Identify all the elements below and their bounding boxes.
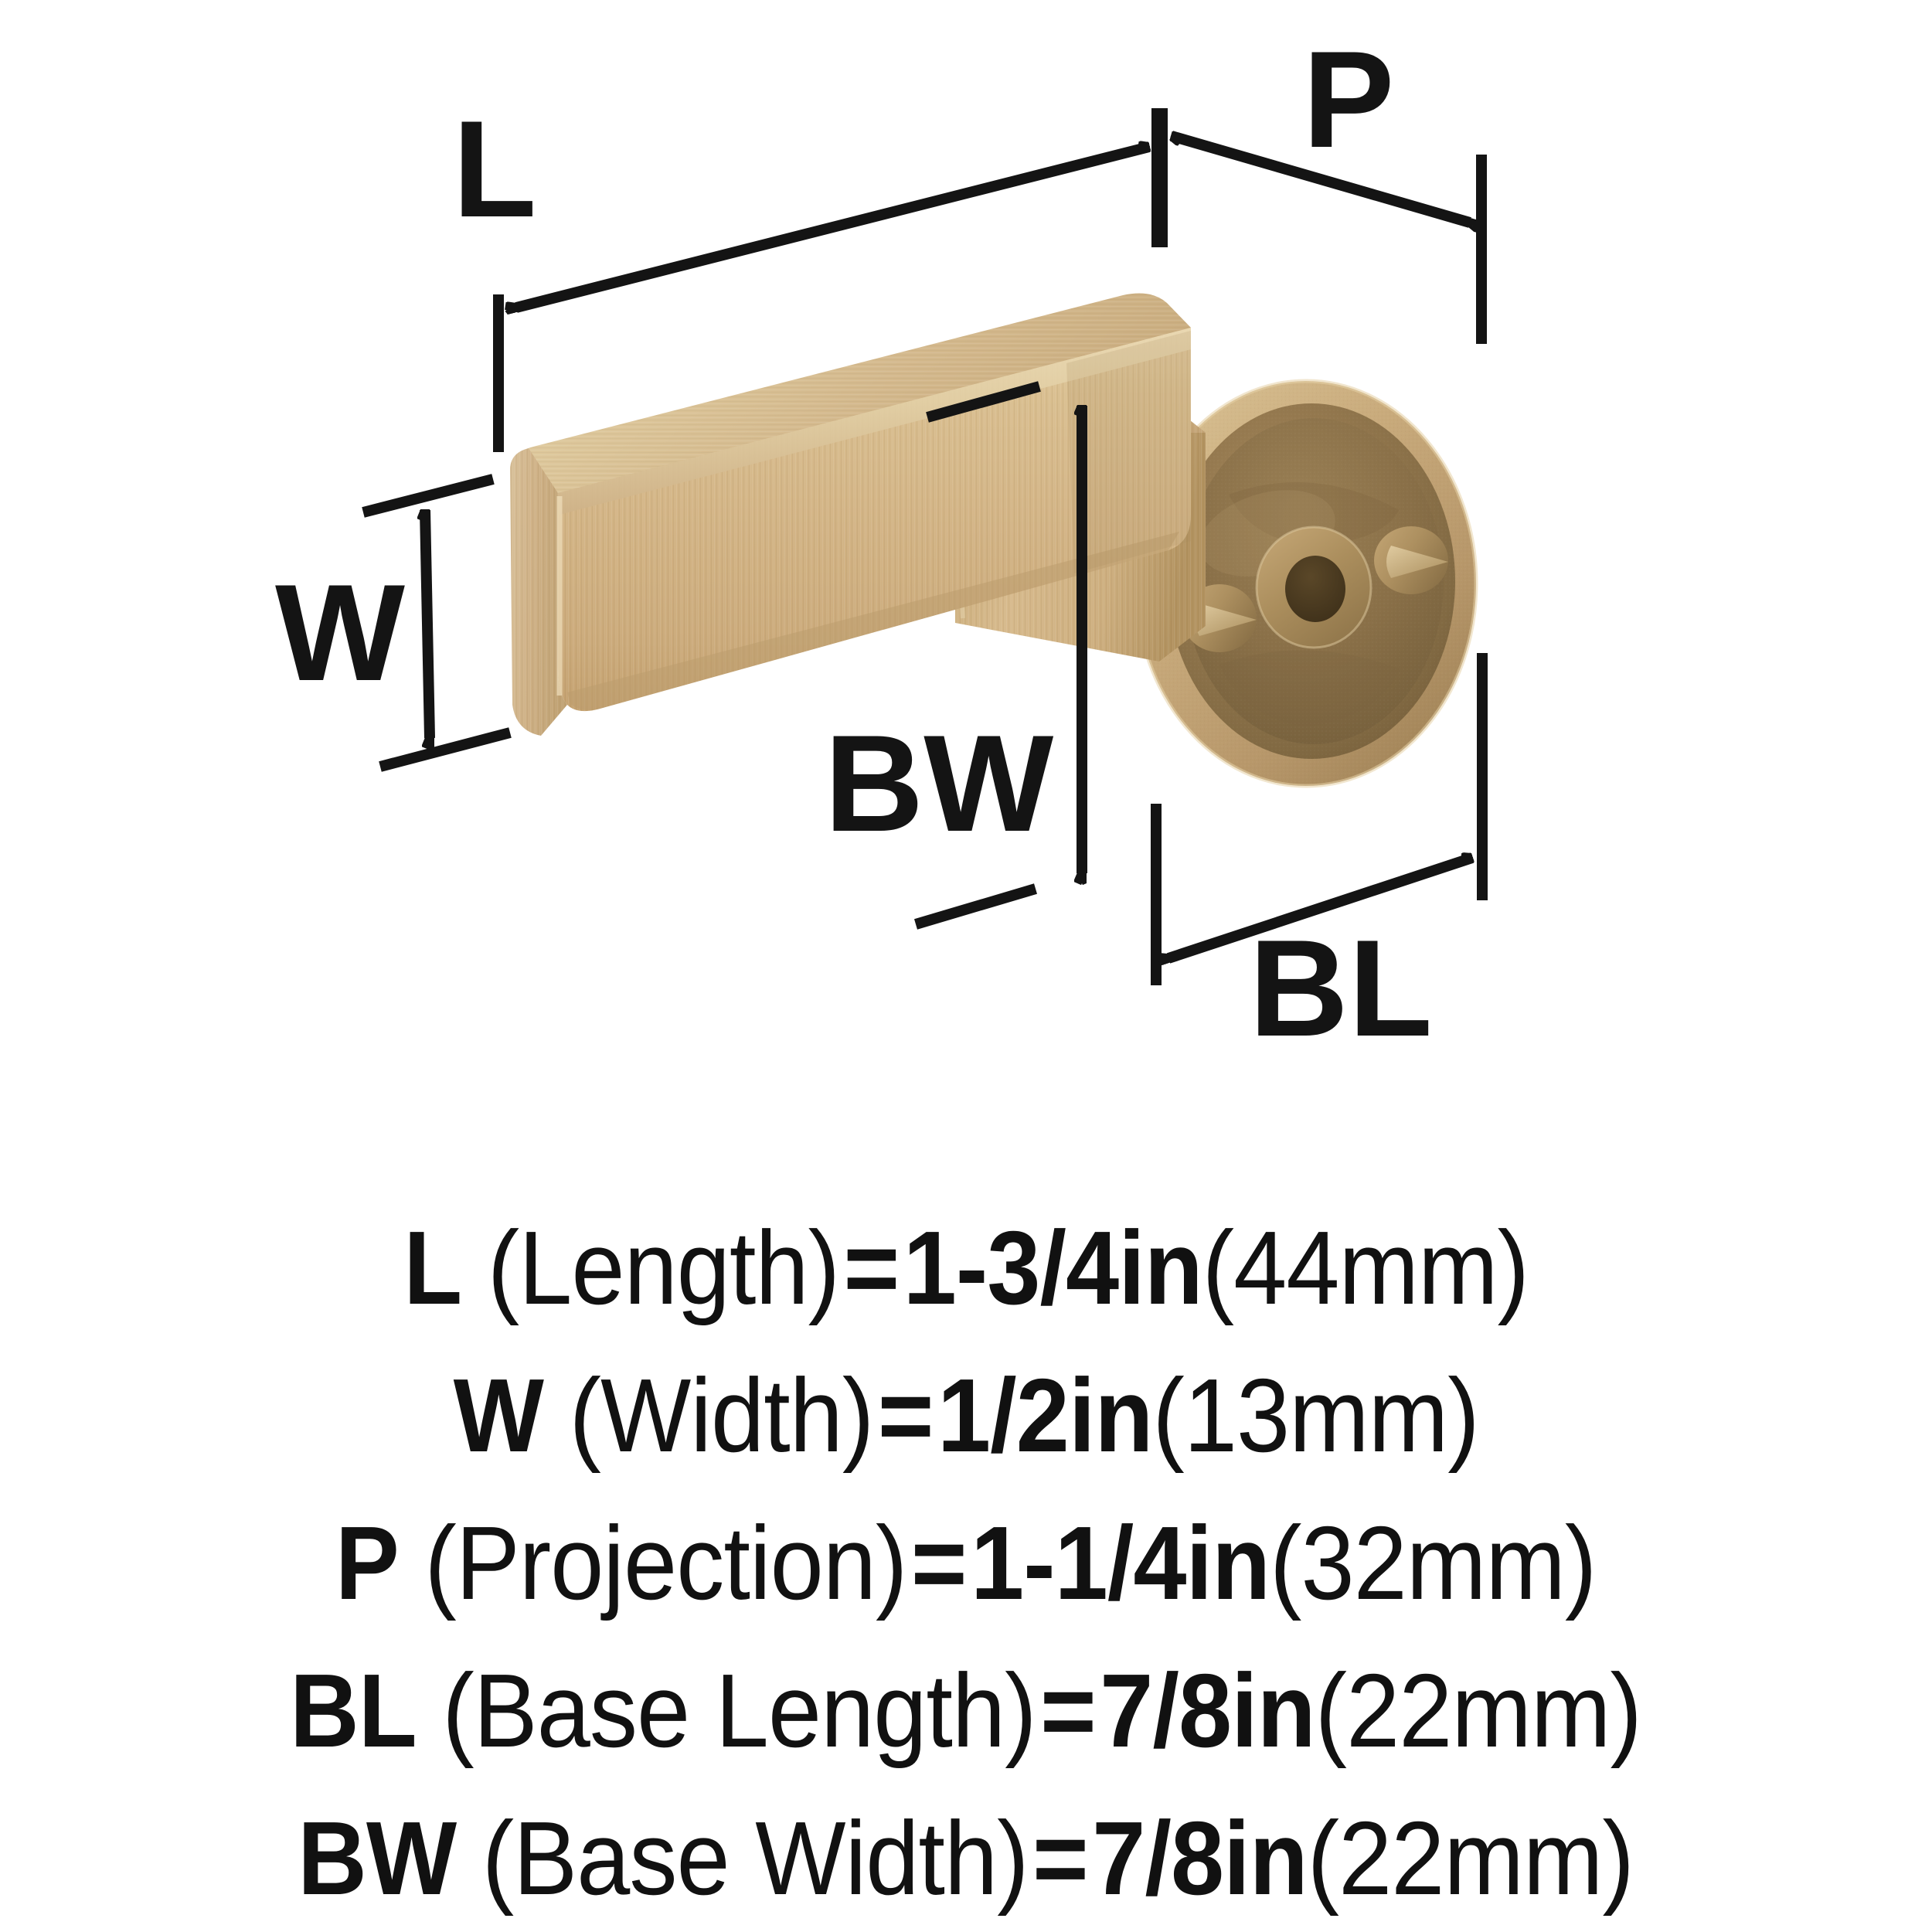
dim-W-extension-bottom [379,727,512,772]
dim-BW-extension-bottom [914,883,1037,930]
bar-left-end-brush [510,448,567,736]
dim-W-extension-top [362,474,495,518]
spec-value-length: 1-3/4in [903,1209,1203,1326]
base-center-ring-highlight [1255,526,1372,649]
dim-BW-extension-top [926,381,1041,423]
dim-P-arrow [1172,131,1470,223]
spec-value-width: 1/2in [937,1357,1153,1474]
spec-equals-base-width: = [1032,1800,1090,1917]
spec-equals-width: = [877,1357,934,1474]
spec-abbr-BL: BL [290,1652,418,1769]
product-illustration: L P W BW BL [275,22,1488,1065]
spec-row-projection: P (Projection)=1-1/4in(32mm) [335,1489,1597,1637]
spec-row-width: W (Width)=1/2in(13mm) [453,1342,1479,1489]
dim-W-arrow [425,510,435,738]
spec-abbr-L: L [403,1209,462,1326]
spec-name-width: (Width) [569,1357,874,1474]
spec-abbr-P: P [335,1505,400,1621]
spec-equals-projection: = [911,1505,968,1621]
cup-lobe-top [1229,482,1399,546]
bar-front-brush [558,328,1191,712]
spec-name-length: (Length) [487,1209,840,1326]
knob-base-disc [1134,379,1478,788]
dim-L-arrow [516,147,1149,308]
dimension-callout-labels: L P W BW BL [275,22,1433,1065]
spec-row-base-width: BW (Base Width)=7/8in(22mm) [298,1784,1635,1932]
spec-value-base-length: 7/8in [1100,1652,1316,1769]
knob-3d-model [510,293,1478,788]
bar-top-brush [510,293,1191,498]
spec-value-base-width: 7/8in [1092,1800,1308,1917]
bar-top-chamfer [558,328,1191,515]
spec-metric-width: (13mm) [1152,1357,1479,1474]
callout-label-L: L [453,92,537,246]
spec-metric-base-length: (22mm) [1315,1652,1642,1769]
bar-bottom-chamfer [567,532,1179,710]
callout-label-P: P [1303,22,1395,176]
spec-name-base-width: (Base Width) [482,1800,1029,1917]
spec-value-projection: 1-1/4in [971,1505,1270,1621]
spec-abbr-W: W [453,1357,543,1474]
specification-list: L (Length)=1-3/4in(44mm) W (Width)=1/2in… [0,1194,1932,1932]
dim-BL-arrow [1168,858,1472,958]
spec-abbr-BW: BW [298,1800,457,1917]
spec-equals-base-length: = [1040,1652,1097,1769]
bar-neck-shadow [1066,331,1191,573]
knob-bar-body [510,293,1191,736]
spec-metric-length: (44mm) [1202,1209,1529,1326]
base-pin-right-cone [1386,546,1448,578]
callout-label-BL: BL [1249,911,1432,1065]
spec-metric-projection: (32mm) [1270,1505,1597,1621]
base-pin-right [1374,526,1448,594]
base-pin-left-cone [1195,604,1257,636]
spec-equals-length: = [843,1209,900,1326]
base-screw-hole [1285,556,1345,622]
cup-lobe-bottom [1219,650,1400,726]
spec-row-base-length: BL (Base Length)=7/8in(22mm) [290,1637,1643,1784]
callout-label-W: W [275,556,405,709]
knob-drawing-svg: L P W BW BL [275,22,1488,1065]
spec-name-base-length: (Base Length) [442,1652,1037,1769]
spec-name-projection: (Projection) [424,1505,908,1621]
callout-label-BW: BW [825,706,1054,860]
dimension-annotations [362,108,1488,985]
spec-row-length: L (Length)=1-3/4in(44mm) [403,1194,1529,1342]
spec-metric-base-width: (22mm) [1308,1800,1634,1917]
